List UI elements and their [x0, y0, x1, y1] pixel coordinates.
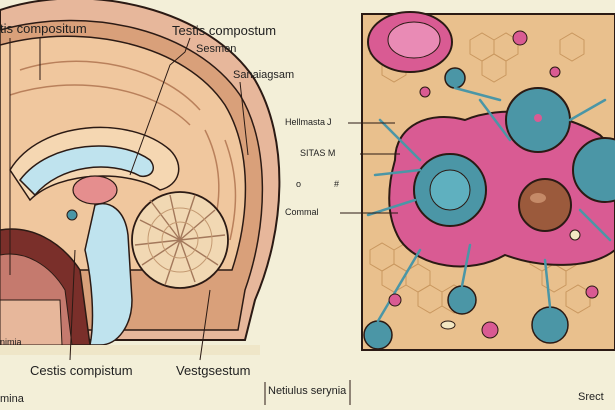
legend-l1-mark: J	[327, 117, 332, 127]
cell-panel	[340, 11, 615, 351]
legend-l3a: o	[296, 179, 302, 189]
pointer-line-5	[69, 249, 76, 361]
satellite-cell-4	[444, 67, 466, 89]
gyrus-line-4	[224, 139, 237, 241]
label-bottom-center: Vestgsestum	[176, 363, 251, 378]
label-bottom-mid: Netiulus serynia	[268, 385, 347, 397]
cerebellum	[131, 191, 229, 289]
lateral-ventricle	[19, 145, 154, 197]
label-bottom-right: Srect	[578, 391, 604, 403]
nucleus-top-center	[505, 87, 571, 153]
brain-section	[0, 0, 281, 361]
label-far-left-lower: nimia	[0, 337, 22, 347]
dot-4	[388, 293, 402, 307]
pineal-dot	[66, 209, 78, 221]
legend-l3b: #	[334, 179, 340, 189]
dot-3	[419, 86, 431, 98]
label-bottom-left-edge: mina	[0, 393, 24, 405]
pointer-line-4	[239, 81, 249, 156]
legend-l2: SITAS M	[300, 148, 336, 158]
dot-2	[549, 66, 561, 78]
dot-8	[569, 229, 581, 241]
bottom-fade	[0, 345, 260, 355]
satellite-cell-2	[447, 285, 477, 315]
label-top-center: Testis compostum	[172, 23, 277, 38]
thalamus	[72, 175, 118, 205]
brainstem	[84, 203, 133, 346]
pointer-line-3	[129, 37, 191, 176]
gyrus-line-2	[9, 84, 191, 126]
gyrus-line-1	[19, 60, 201, 111]
nucleus-large-left	[413, 153, 487, 227]
dot-5	[481, 321, 499, 339]
dot-6	[440, 320, 456, 330]
pointer-line-6	[199, 289, 211, 361]
dot-1	[512, 30, 528, 46]
legend-l4: Commal	[285, 207, 319, 217]
nucleolus-brown	[518, 178, 572, 232]
label-bottom-left-main: Cestis compistum	[30, 363, 133, 378]
label-right-upper: Sanaiagsam	[233, 69, 295, 81]
satellite-cell-1	[363, 320, 393, 350]
dot-7	[585, 285, 599, 299]
label-sub-center: Sesmen	[196, 43, 237, 55]
legend-l1-text: Hellmasta	[285, 117, 326, 127]
nucleus-right	[572, 137, 615, 203]
label-top-left: tis compositum	[0, 21, 87, 36]
satellite-cell-3	[531, 306, 569, 344]
